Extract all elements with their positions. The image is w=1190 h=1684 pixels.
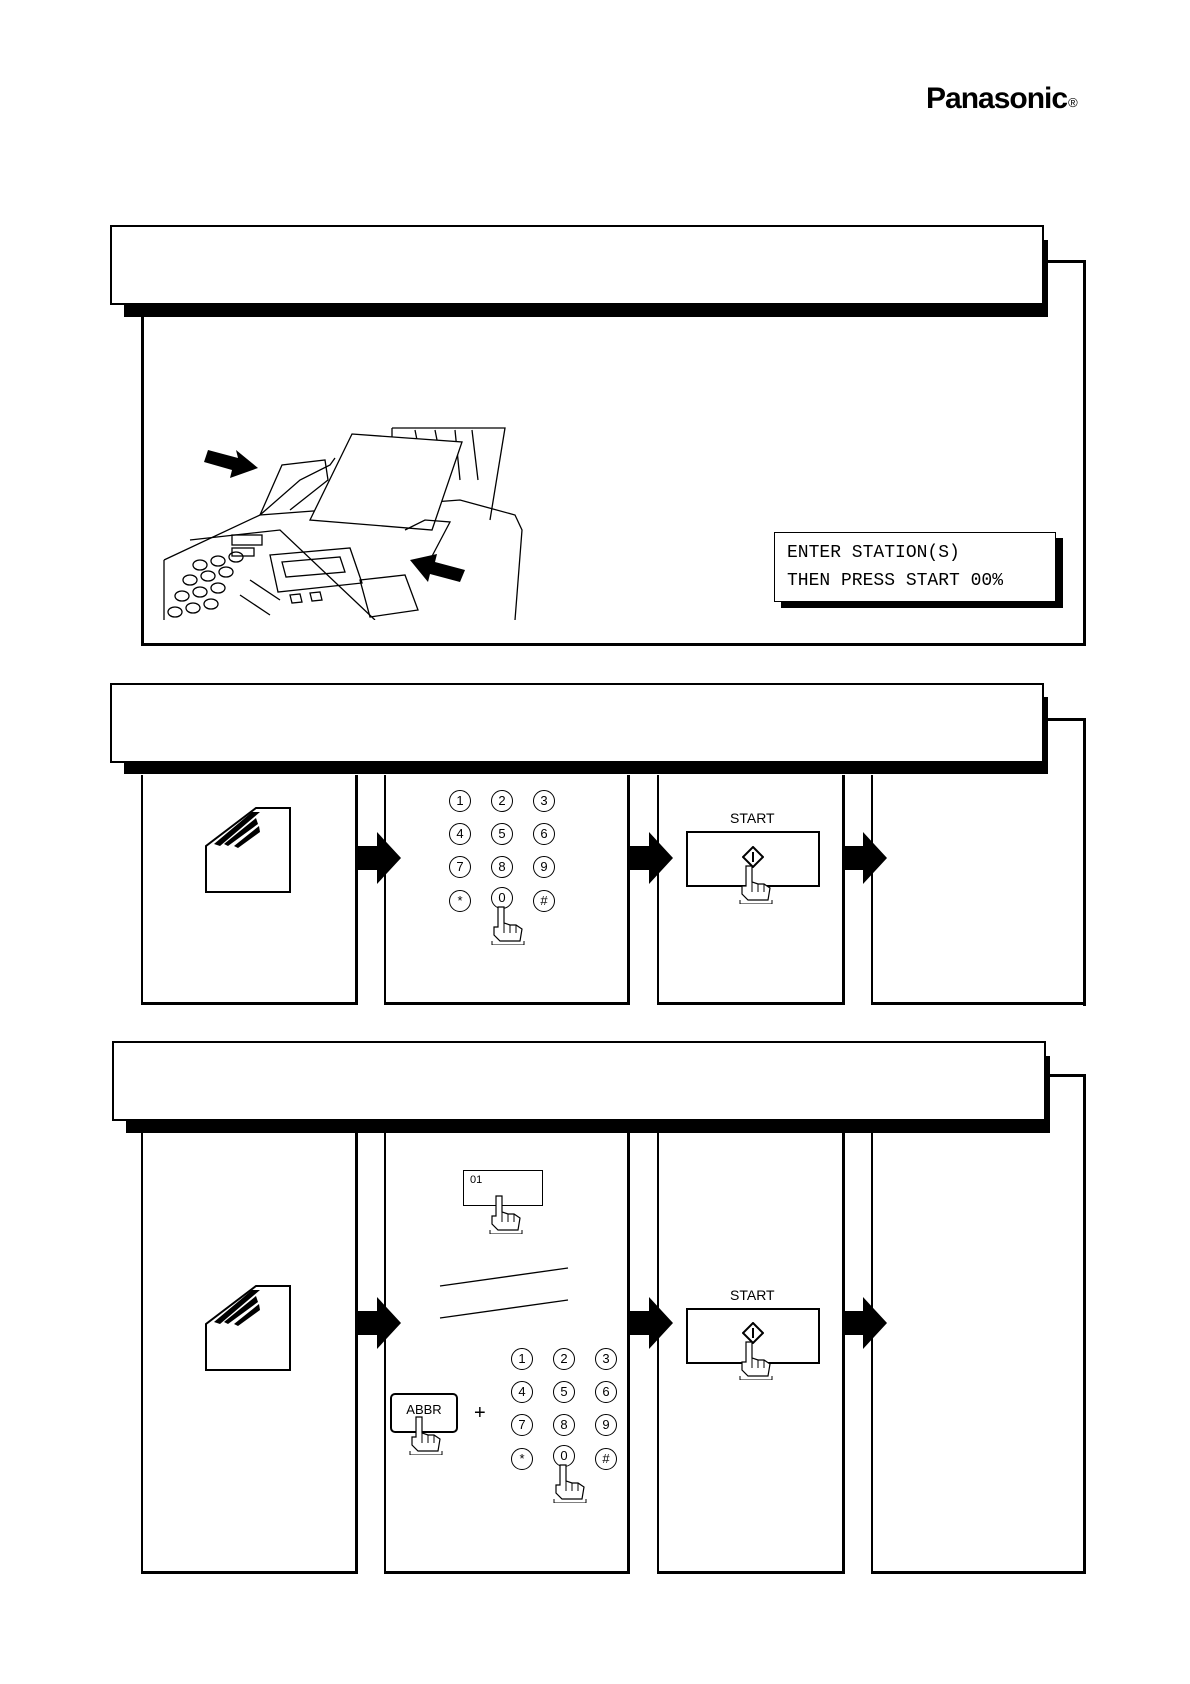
hand-press-icon <box>739 1341 773 1380</box>
start-diamond-icon <box>742 1322 764 1344</box>
document-icon <box>205 807 291 893</box>
plus-sign: + <box>474 1402 486 1424</box>
section3-header <box>112 1041 1046 1121</box>
hand-press-icon <box>739 865 773 904</box>
keypad-key-2[interactable]: 2 <box>553 1348 575 1370</box>
keypad-key-4[interactable]: 4 <box>511 1381 533 1403</box>
section3-step4-panel <box>871 1133 1086 1574</box>
keypad-key-star[interactable]: * <box>449 890 471 912</box>
arrow-right-icon <box>843 1297 887 1349</box>
hand-press-icon <box>409 1416 443 1455</box>
keypad-key-9[interactable]: 9 <box>533 856 555 878</box>
keypad-key-7[interactable]: 7 <box>511 1414 533 1436</box>
start-label: START <box>730 810 775 826</box>
lcd-line-2: THEN PRESS START 00% <box>787 571 1004 591</box>
lcd-display: ENTER STATION(S) THEN PRESS START 00% <box>774 532 1056 602</box>
arrow-right-icon <box>629 1297 673 1349</box>
keypad-key-hash[interactable]: # <box>533 890 555 912</box>
keypad-key-6[interactable]: 6 <box>533 823 555 845</box>
keypad-key-8[interactable]: 8 <box>553 1414 575 1436</box>
keypad-key-5[interactable]: 5 <box>491 823 513 845</box>
section2-step4-panel <box>871 775 1086 1005</box>
arrow-right-icon <box>357 832 401 884</box>
keypad-key-1[interactable]: 1 <box>449 790 471 812</box>
start-label: START <box>730 1287 775 1303</box>
section1-header <box>110 225 1044 305</box>
keypad-key-9[interactable]: 9 <box>595 1414 617 1436</box>
keypad-key-star[interactable]: * <box>511 1448 533 1470</box>
keypad-key-2[interactable]: 2 <box>491 790 513 812</box>
keypad-key-hash[interactable]: # <box>595 1448 617 1470</box>
brand-logo: Panasonic® <box>926 82 1078 116</box>
keypad-key-6[interactable]: 6 <box>595 1381 617 1403</box>
keypad-key-3[interactable]: 3 <box>533 790 555 812</box>
section2-header <box>110 683 1044 763</box>
registered-mark: ® <box>1068 95 1078 110</box>
keypad-key-8[interactable]: 8 <box>491 856 513 878</box>
arrow-right-icon <box>629 832 673 884</box>
keypad-key-5[interactable]: 5 <box>553 1381 575 1403</box>
arrow-right-icon <box>843 832 887 884</box>
brand-name: Panasonic <box>926 82 1068 115</box>
keypad-key-4[interactable]: 4 <box>449 823 471 845</box>
one-touch-key-label: 01 <box>470 1174 483 1186</box>
hand-press-icon <box>491 906 525 945</box>
alternative-divider <box>439 1267 569 1319</box>
section3-step2-panel <box>384 1133 630 1574</box>
arrow-right-icon <box>357 1297 401 1349</box>
hand-press-icon <box>553 1464 587 1503</box>
document-icon <box>205 1285 291 1371</box>
keypad-key-7[interactable]: 7 <box>449 856 471 878</box>
lcd-line-1: ENTER STATION(S) <box>787 543 960 563</box>
keypad-key-1[interactable]: 1 <box>511 1348 533 1370</box>
hand-press-icon <box>489 1195 523 1234</box>
fax-machine-illustration <box>163 427 523 620</box>
section1-frame <box>141 260 1086 646</box>
start-diamond-icon <box>742 846 764 868</box>
abbr-button[interactable]: ABBR <box>390 1393 458 1433</box>
keypad-key-3[interactable]: 3 <box>595 1348 617 1370</box>
one-touch-key[interactable]: 01 <box>463 1170 543 1206</box>
